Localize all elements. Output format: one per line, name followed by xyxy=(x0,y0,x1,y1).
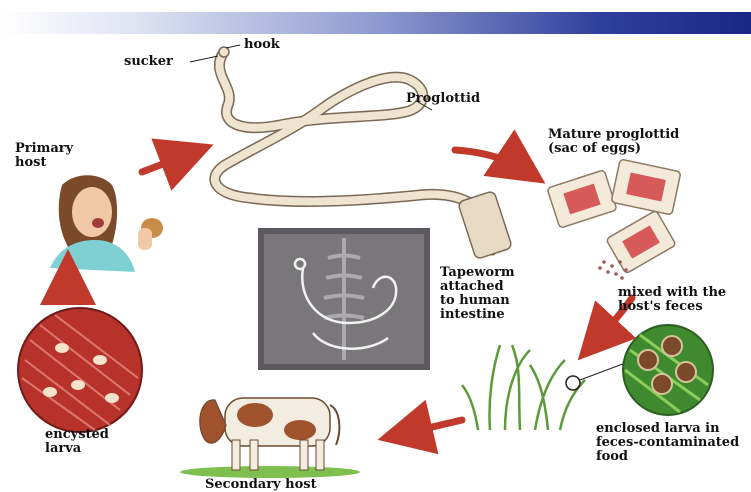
person-eating-icon xyxy=(50,175,163,272)
secondary-host-label: Secondary host xyxy=(205,478,317,492)
hook-label: hook xyxy=(244,38,280,52)
tapeworm-attached-label: Tapeworm attached to human intestine xyxy=(440,266,515,322)
muscle-tissue-icon xyxy=(18,308,142,432)
proglottid-label: Proglottid xyxy=(406,92,480,106)
grass-icon xyxy=(462,325,713,430)
cow-icon xyxy=(180,398,360,478)
sucker-label: sucker xyxy=(124,55,173,69)
enclosed-larva-label: enclosed larva in feces-contaminated foo… xyxy=(596,422,739,464)
xray-image xyxy=(258,228,430,370)
mature-proglottid-icon xyxy=(547,159,681,280)
mature-proglottid-label: Mature proglottid (sac of eggs) xyxy=(548,128,679,156)
arrow-host-to-tapeworm xyxy=(142,152,194,172)
mixed-feces-label: mixed with the host's feces xyxy=(618,286,726,314)
encysted-larva-label: encysted larva xyxy=(45,428,109,456)
primary-host-label: Primary host xyxy=(15,142,73,170)
arrow-tapeworm-to-proglottid xyxy=(455,150,528,172)
arrow-grass-to-cow xyxy=(398,420,462,435)
